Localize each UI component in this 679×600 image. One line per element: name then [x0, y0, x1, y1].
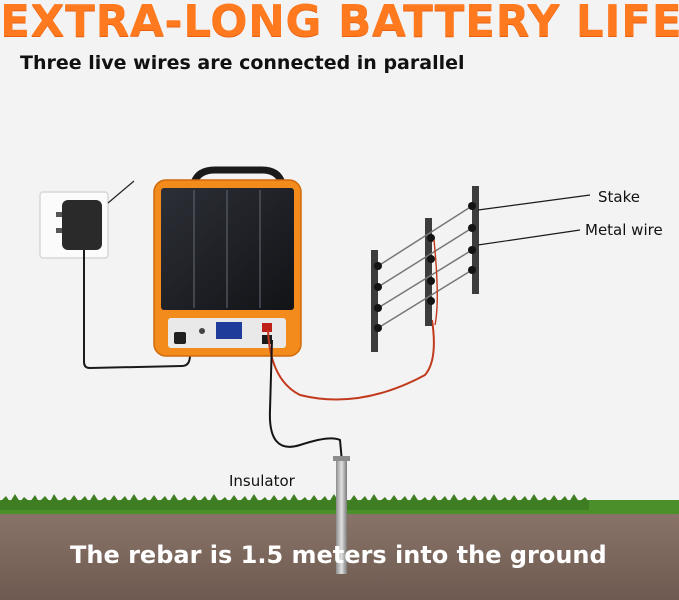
subheadline: Three live wires are connected in parall…: [20, 52, 465, 74]
ground-caption: The rebar is 1.5 meters into the ground: [70, 541, 607, 569]
ground-terminal: [262, 335, 272, 344]
outlet-callout-line: [107, 180, 135, 204]
adapter-cable: [83, 250, 191, 370]
stake-label: Stake: [598, 188, 640, 206]
power-adapter: [62, 200, 102, 250]
fence-post-2: [425, 218, 432, 326]
fence-post-3: [472, 186, 479, 294]
metal-wire-label: Metal wire: [585, 221, 663, 239]
metal-wire-3: [377, 249, 473, 309]
energizer-device: [153, 166, 302, 357]
grass-blades: [0, 494, 589, 510]
live-wire: [267, 319, 435, 401]
headline: EXTRA-LONG BATTERY LIFE: [0, 0, 679, 47]
ground-rebar: [336, 458, 347, 574]
insulator-label: Insulator: [229, 472, 295, 490]
power-jack: [174, 332, 186, 344]
metal-wire-2: [377, 227, 473, 288]
metal-wire-4: [377, 269, 473, 329]
lcd-display: [216, 322, 242, 339]
fence-terminal: [262, 323, 272, 332]
wall-outlet: [39, 180, 135, 259]
ground-wire: [268, 339, 343, 463]
device-handle: [190, 166, 286, 187]
wire-leader-line: [477, 229, 581, 246]
fence-post-1: [371, 250, 378, 352]
indicator-button: [199, 328, 205, 334]
fence: [371, 186, 479, 352]
stake-leader-line: [477, 194, 591, 211]
metal-wire-1: [377, 205, 473, 267]
